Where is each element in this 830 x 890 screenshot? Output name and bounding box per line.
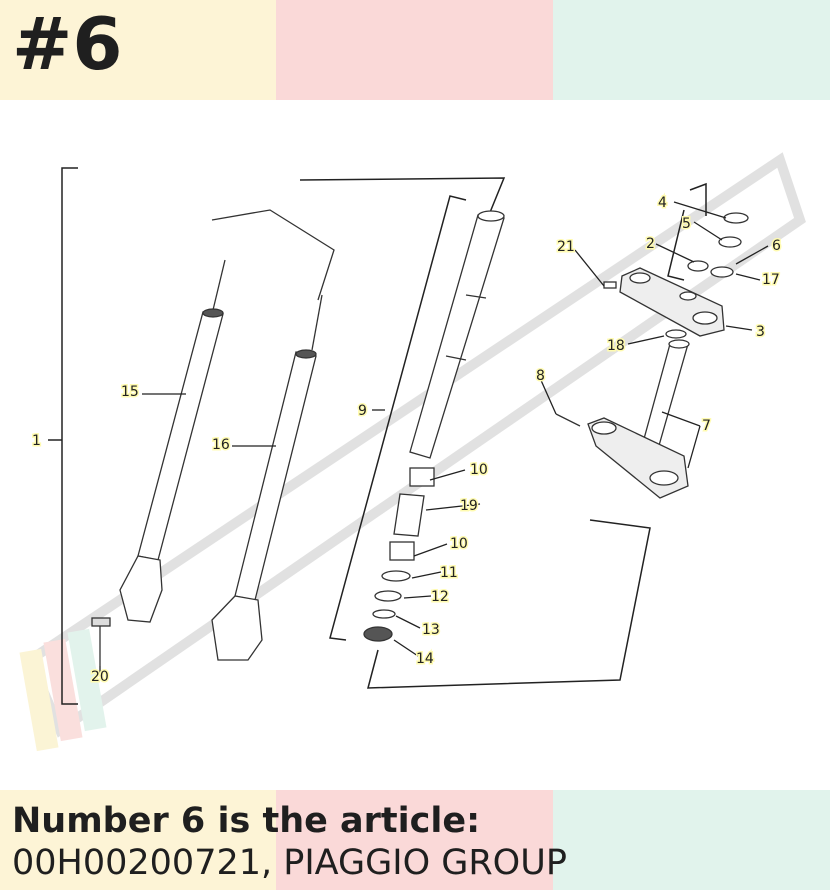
callout-19: 19 — [460, 498, 478, 514]
header-color-band — [0, 0, 830, 100]
inner-tube-9 — [409, 210, 505, 459]
callout-3: 3 — [756, 324, 765, 340]
assembly-bracket-1 — [48, 167, 78, 705]
item-number-badge: #6 — [12, 2, 123, 86]
upper-triple-clamp-3 — [619, 267, 725, 337]
callout-4: 4 — [658, 195, 667, 211]
fork-leg-15 — [119, 209, 335, 623]
callout-6: 6 — [772, 238, 781, 254]
bushings-and-seals — [363, 467, 435, 642]
screw-20 — [91, 617, 111, 666]
callout-20: 20 — [91, 669, 109, 685]
article-caption: Number 6 is the article: 00H00200721, PI… — [12, 800, 567, 884]
watermark-logo — [19, 152, 806, 752]
header-band-yellow — [0, 0, 276, 100]
callout-2: 2 — [646, 236, 655, 252]
header-band-pink — [276, 0, 553, 100]
article-caption-heading: Number 6 is the article: — [12, 801, 481, 841]
callout-11: 11 — [440, 565, 458, 581]
footer-color-band — [0, 790, 830, 890]
callout-15: 15 — [121, 384, 139, 400]
callout-21: 21 — [557, 239, 575, 255]
footer-band-mint — [553, 790, 830, 890]
fork-leg-16 — [211, 294, 323, 661]
callout-9: 9 — [358, 403, 367, 419]
callout-14: 14 — [416, 651, 434, 667]
leader-lines — [99, 201, 769, 676]
callout-13: 13 — [422, 622, 440, 638]
lower-triple-clamp-7 — [555, 339, 690, 499]
callout-16: 16 — [212, 437, 230, 453]
footer-band-pink — [276, 790, 553, 890]
header-band-mint — [553, 0, 830, 100]
footer-band-yellow — [0, 790, 276, 890]
callout-17: 17 — [762, 272, 780, 288]
callout-10b: 10 — [450, 536, 468, 552]
callout-18: 18 — [607, 338, 625, 354]
exploded-parts-diagram: 1 2 3 4 5 6 7 8 9 10 10 11 12 13 14 15 1… — [19, 152, 806, 752]
callout-12: 12 — [431, 589, 449, 605]
callout-1: 1 — [32, 433, 41, 449]
callout-7: 7 — [702, 418, 711, 434]
article-number-text: 00H00200721, PIAGGIO GROUP — [12, 843, 567, 883]
steering-nut-parts — [603, 212, 749, 339]
callout-labels: 1 2 3 4 5 6 7 8 9 10 10 11 12 13 14 15 1… — [31, 194, 783, 687]
callout-10a: 10 — [470, 462, 488, 478]
callout-8: 8 — [536, 368, 545, 384]
assembly-bracket-4 — [667, 182, 707, 281]
callout-5: 5 — [682, 216, 691, 232]
